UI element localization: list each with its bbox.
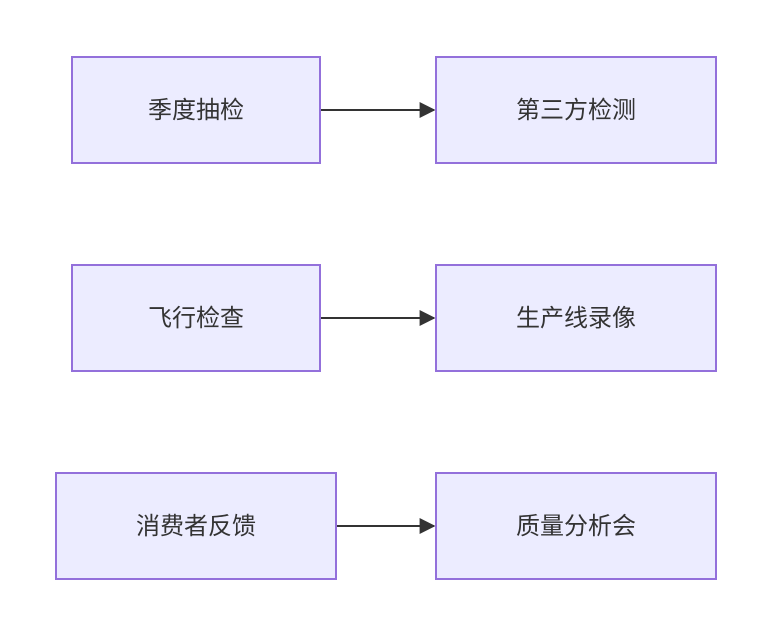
node-production-line-video: 生产线录像 (435, 264, 717, 372)
node-third-party-testing: 第三方检测 (435, 56, 717, 164)
node-consumer-feedback: 消费者反馈 (55, 472, 337, 580)
node-unannounced-inspection: 飞行检查 (71, 264, 321, 372)
node-quarterly-sampling: 季度抽检 (71, 56, 321, 164)
node-quality-analysis-meeting: 质量分析会 (435, 472, 717, 580)
